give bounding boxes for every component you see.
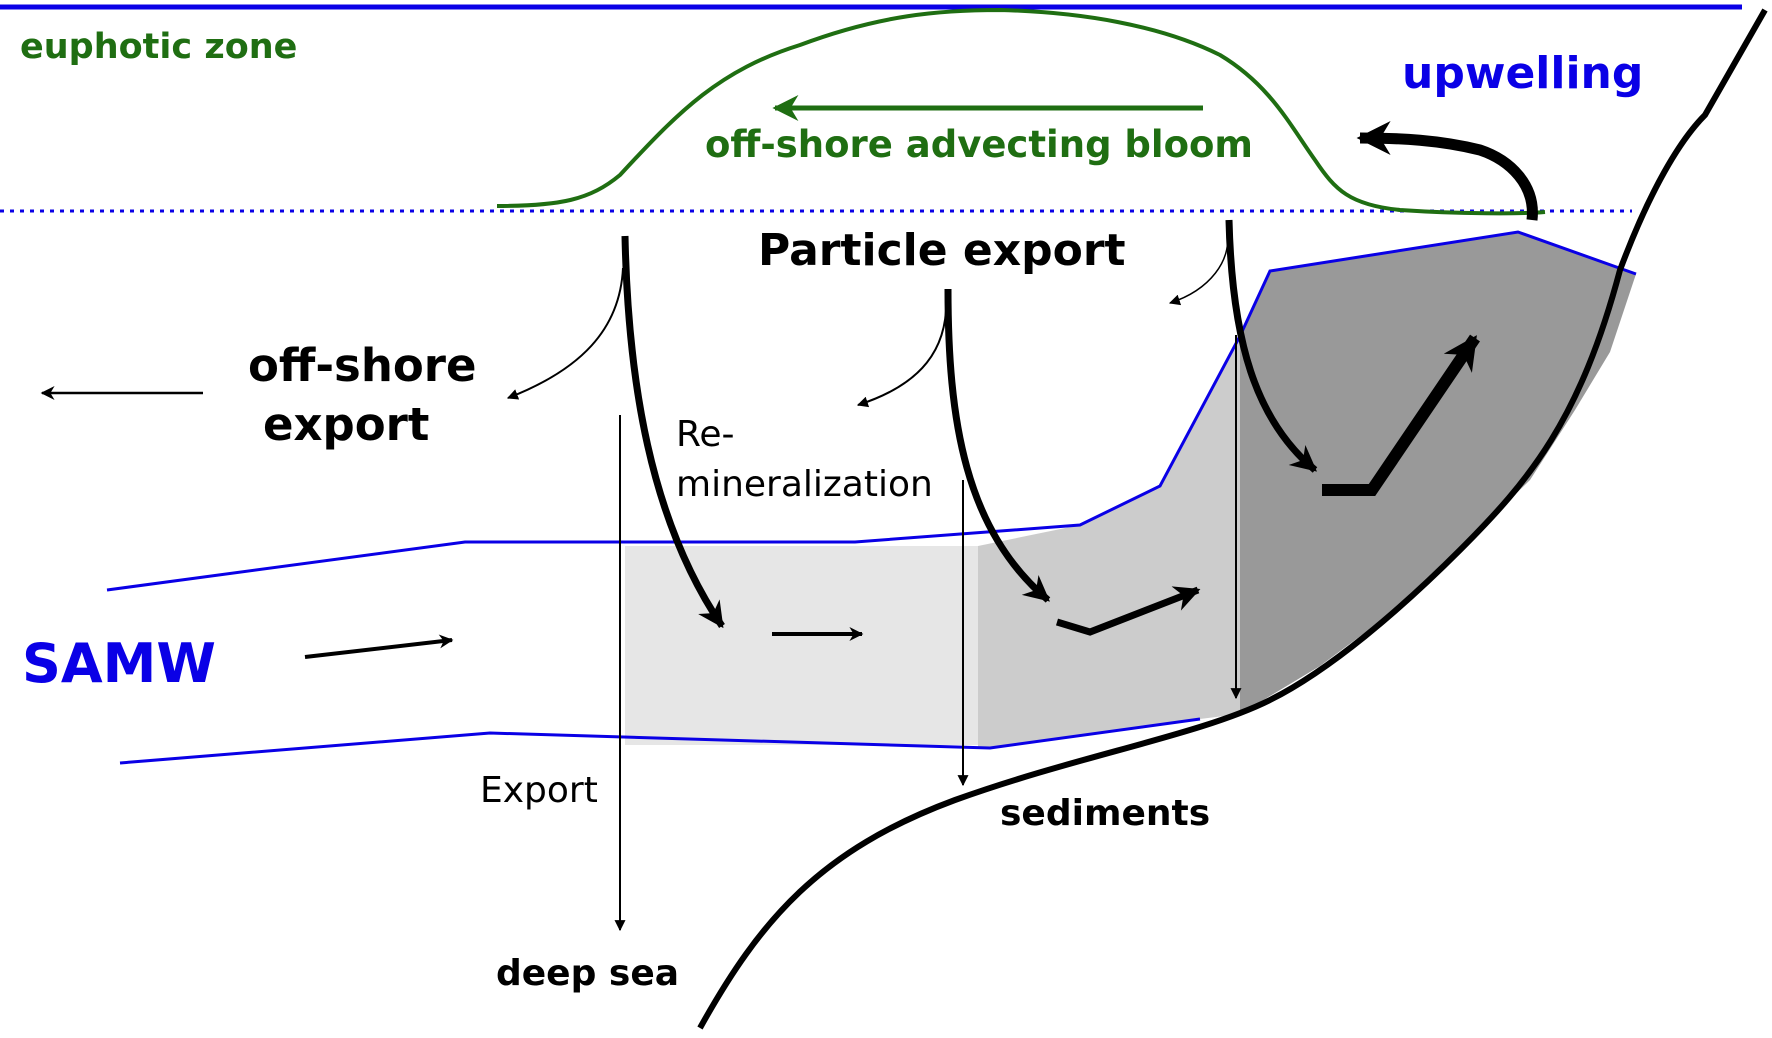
samw-mid-region — [978, 336, 1240, 748]
samw-mid-upslope-arrow — [1055, 586, 1201, 636]
offshore-export-label-line1: off-shore — [248, 339, 477, 392]
bloom-curve — [496, 7, 1546, 216]
samw-lower-boundary — [119, 717, 1201, 765]
upwelling-label: upwelling — [1402, 48, 1643, 99]
samw-slope-region — [1240, 232, 1636, 714]
particle-export-arrow-mid — [944, 288, 1051, 603]
samw-offshore-region — [625, 546, 978, 745]
particle-export-arrow-left — [621, 235, 725, 629]
deep-sea-label: deep sea — [496, 953, 679, 994]
samw-slope-upwelling-arrow — [1322, 334, 1480, 496]
bloom-label: off-shore advecting bloom — [705, 123, 1253, 166]
remin-branch-arrow-right — [1168, 231, 1229, 306]
export-label: Export — [480, 770, 598, 811]
seafloor-slope-line — [697, 8, 1768, 1030]
particle-export-label: Particle export — [758, 225, 1126, 276]
remineralization-label-line2: mineralization — [676, 464, 933, 505]
sediments-label: sediments — [1000, 793, 1210, 834]
remin-branch-arrow-mid — [856, 291, 948, 408]
euphotic-zone-label: euphotic zone — [20, 27, 297, 67]
samw-upper-boundary — [106, 230, 1637, 592]
remineralization-label-line1: Re- — [676, 414, 735, 455]
offshore-export-label-line2: export — [263, 398, 429, 451]
samw-label: SAMW — [22, 632, 216, 695]
particle-export-arrow-right — [1225, 219, 1318, 473]
offshore-export-branch-arrow — [506, 267, 624, 400]
samw-inflow-arrow — [304, 634, 454, 659]
upwelling-arrow — [1356, 121, 1538, 221]
